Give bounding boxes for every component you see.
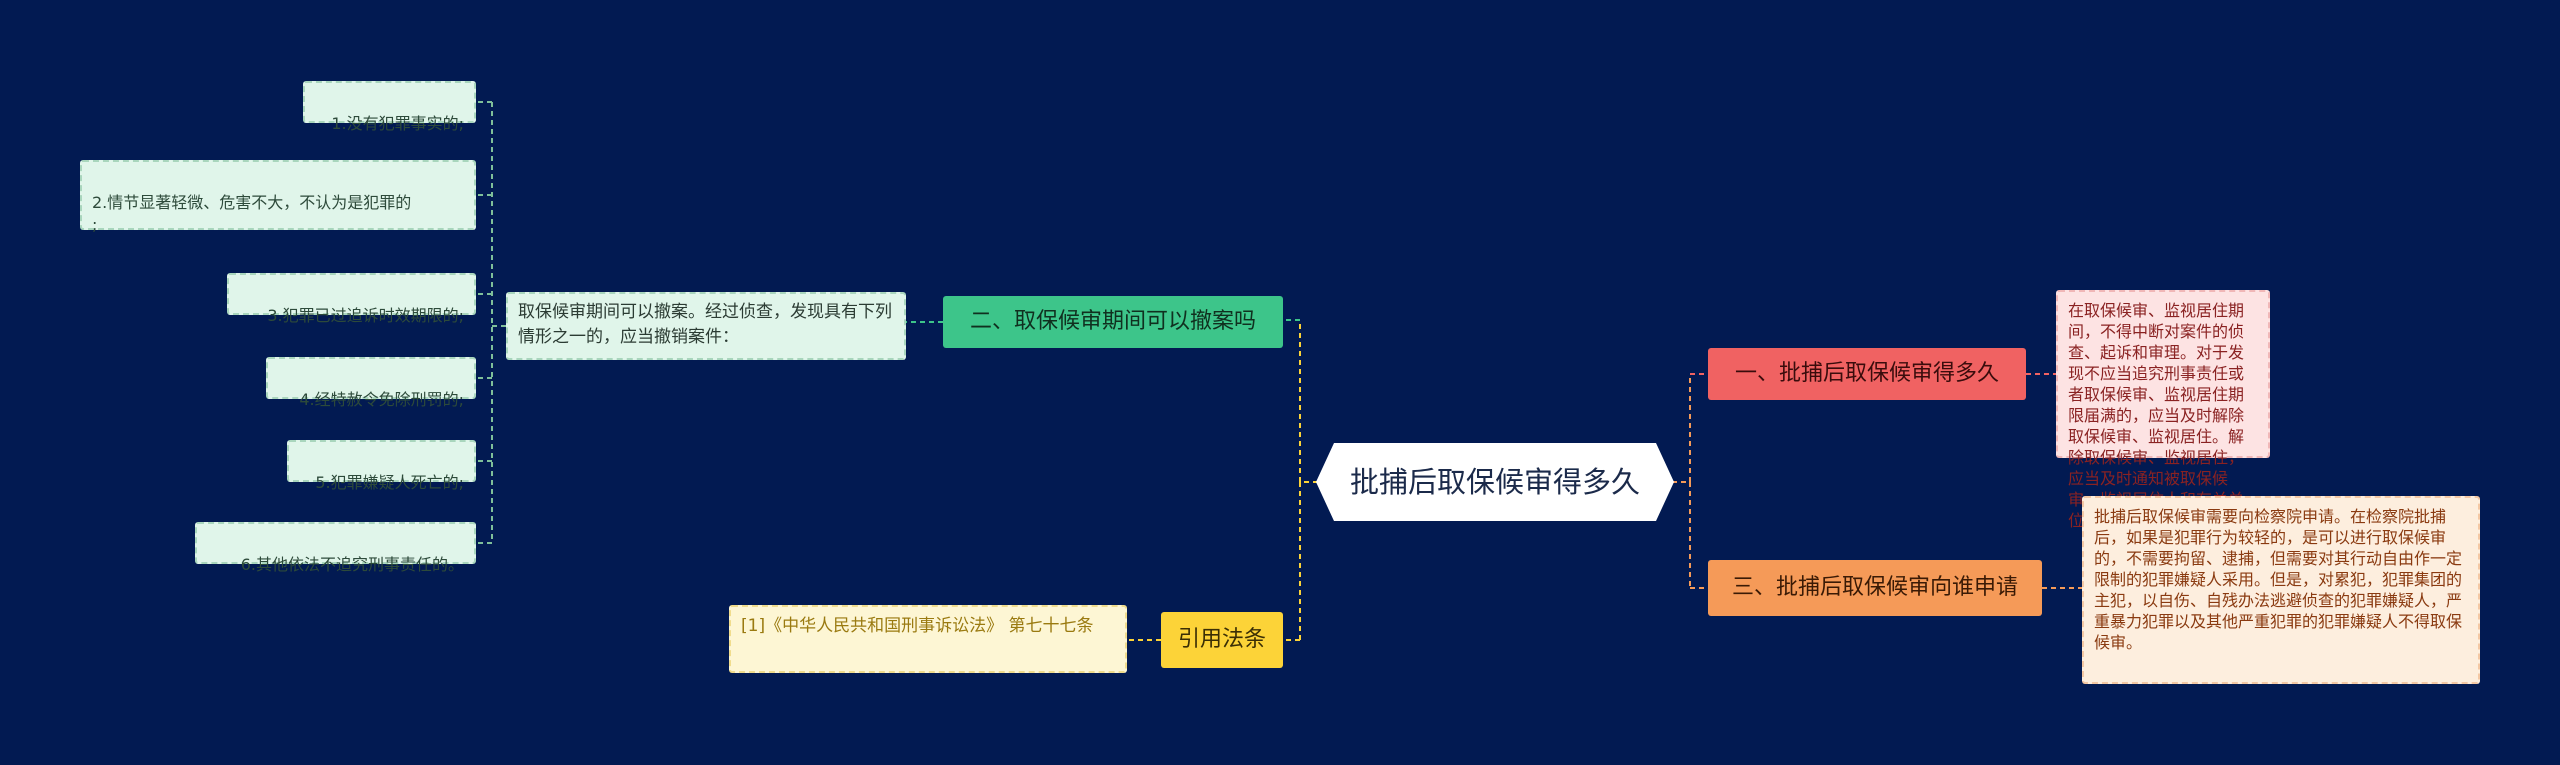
branch-how-long-bail-desc[interactable]: 在取保候审、监视居住期间，不得中断对案件的侦查、起诉和审理。对于发现不应当追究刑… [2056,290,2270,530]
leaf-text: 4.经特赦令免除刑罚的; [299,390,464,409]
branch-apply-to-whom[interactable]: 三、批捕后取保候审向谁申请 [1708,560,2042,616]
leaf-text: 5.犯罪嫌疑人死亡的; [315,473,464,492]
leaf-text: 2.情节显著轻微、危害不大，不认为是犯罪的 ; [92,193,412,234]
branch-how-long-bail[interactable]: 一、批捕后取保候审得多久 [1708,348,2026,400]
branch-cited-statutes-desc[interactable]: [1]《中华人民共和国刑事诉讼法》 第七十七条 [729,605,1127,673]
branch-can-case-be-withdrawn-desc[interactable]: 取保候审期间可以撤案。经过侦查，发现具有下列情形之一的，应当撤销案件： [506,292,906,360]
leaf-item-1[interactable]: 1.没有犯罪事实的; [303,81,476,133]
branch-label: 一、批捕后取保候审得多久 [1734,361,1999,386]
desc-text: 批捕后取保候审需要向检察院申请。在检察院批捕后，如果是犯罪行为较轻的，是可以进行… [2094,507,2463,652]
leaf-text: 3.犯罪已过追诉时效期限的; [267,306,464,325]
leaf-item-6[interactable]: 6.其他依法不追究刑事责任的。 [195,522,476,574]
root-topic[interactable]: 批捕后取保候审得多久 [1316,443,1674,521]
leaf-text: 1.没有犯罪事实的; [331,114,464,133]
leaf-item-3[interactable]: 3.犯罪已过追诉时效期限的; [227,273,476,325]
root-topic-label: 批捕后取保候审得多久 [1349,465,1640,499]
leaf-item-2[interactable]: 2.情节显著轻微、危害不大，不认为是犯罪的 ; [80,160,476,234]
desc-text: 在取保候审、监视居住期间，不得中断对案件的侦查、起诉和审理。对于发现不应当追究刑… [2068,301,2245,530]
connector-root-right [1672,374,1691,588]
desc-text: 取保候审期间可以撤案。经过侦查，发现具有下列情形之一的，应当撤销案件： [518,302,892,347]
leaf-text: 6.其他依法不追究刑事责任的。 [240,555,464,574]
branch-apply-to-whom-desc[interactable]: 批捕后取保候审需要向检察院申请。在检察院批捕后，如果是犯罪行为较轻的，是可以进行… [2082,496,2480,684]
connector-root-left [1299,320,1318,640]
leaf-item-5[interactable]: 5.犯罪嫌疑人死亡的; [287,440,476,492]
branch-label: 二、取保候审期间可以撤案吗 [969,309,1256,334]
connector-desc-leaves [491,102,506,543]
branch-can-case-be-withdrawn[interactable]: 二、取保候审期间可以撤案吗 [943,296,1283,348]
desc-text: [1]《中华人民共和国刑事诉讼法》 第七十七条 [741,616,1094,636]
leaf-item-4[interactable]: 4.经特赦令免除刑罚的; [266,357,476,409]
branch-label: 引用法条 [1177,627,1266,652]
branch-label: 三、批捕后取保候审向谁申请 [1731,575,2018,600]
branch-cited-statutes[interactable]: 引用法条 [1161,612,1283,668]
